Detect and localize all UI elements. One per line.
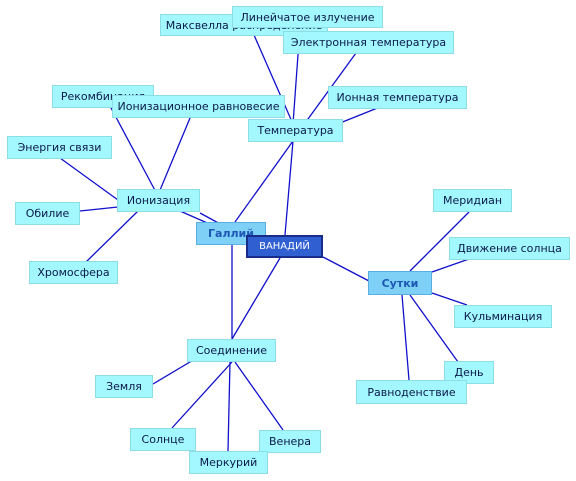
node-meridian[interactable]: Меридиан: [433, 189, 512, 212]
line-gallium-temperature: [234, 140, 294, 223]
node-sun[interactable]: Солнце: [130, 428, 196, 451]
node-venus[interactable]: Венера: [259, 430, 321, 453]
line-compound-venus: [234, 361, 284, 431]
node-sun-motion[interactable]: Движение солнца: [449, 237, 570, 260]
node-vanadium-center[interactable]: ВАНАДИЙ: [246, 235, 323, 258]
node-electron-temperature[interactable]: Электронная температура: [283, 31, 454, 54]
node-ionization-equilibrium[interactable]: Ионизационное равновесие: [112, 95, 285, 118]
line-day-cycle-sun-motion: [431, 258, 470, 273]
line-ionization-abundance: [79, 206, 119, 212]
node-day-cycle[interactable]: Сутки: [368, 271, 432, 295]
node-abundance[interactable]: Обилие: [15, 202, 80, 225]
node-equinox[interactable]: Равноденствие: [356, 380, 467, 404]
line-day-cycle-equinox: [401, 294, 410, 381]
node-temperature[interactable]: Температура: [248, 119, 343, 142]
node-mercury[interactable]: Меркурий: [189, 451, 268, 474]
line-day-cycle-culmination: [431, 292, 468, 306]
node-ionization[interactable]: Ионизация: [117, 189, 200, 212]
line-ionization-chromosphere: [85, 210, 139, 263]
line-center-temperature: [284, 140, 294, 236]
line-day-cycle-day: [409, 294, 459, 363]
node-chromosphere[interactable]: Хромосфера: [29, 261, 118, 284]
node-culmination[interactable]: Кульминация: [454, 305, 552, 328]
node-line-radiation[interactable]: Линейчатое излучение: [232, 6, 383, 28]
node-day[interactable]: День: [444, 361, 494, 384]
line-center-day-cycle: [322, 256, 370, 282]
node-earth[interactable]: Земля: [95, 375, 153, 398]
node-ion-temperature[interactable]: Ионная температура: [328, 86, 467, 109]
line-center-compound: [231, 257, 281, 340]
line-temperature-maxwell: [253, 34, 294, 125]
node-binding-energy[interactable]: Энергия связи: [7, 136, 112, 159]
line-compound-mercury: [227, 361, 231, 452]
node-compound[interactable]: Соединение: [187, 339, 276, 362]
line-ionization-ion-equilibrium: [157, 117, 191, 196]
line-compound-sun: [171, 361, 233, 429]
line-ionization-binding-energy: [59, 157, 119, 201]
line-day-cycle-meridian: [409, 211, 470, 272]
line-ionization-recombination: [109, 105, 159, 197]
